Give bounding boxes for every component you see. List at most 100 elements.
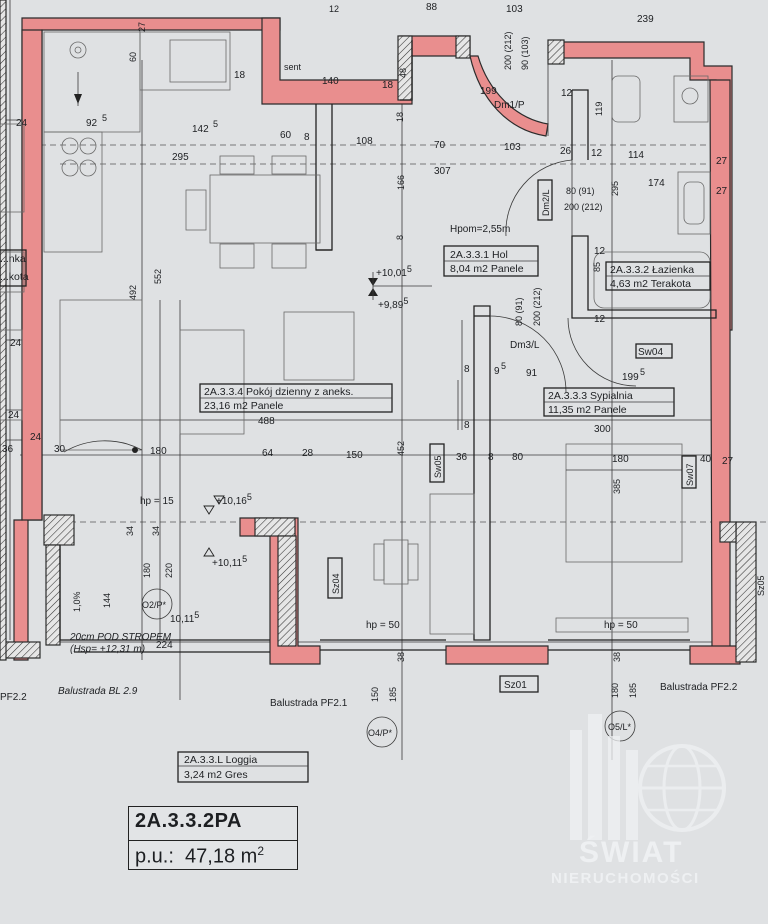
svg-text:150: 150 — [346, 450, 363, 461]
svg-text:8: 8 — [395, 235, 405, 240]
svg-text:492: 492 — [128, 285, 138, 300]
svg-text:hp = 15: hp = 15 — [140, 496, 174, 507]
svg-text:119: 119 — [594, 102, 604, 116]
svg-text:199: 199 — [480, 86, 497, 97]
bed — [565, 443, 683, 563]
doors — [469, 55, 637, 393]
svg-text:144: 144 — [102, 593, 112, 608]
wall-top-left — [261, 17, 413, 105]
svg-text:180: 180 — [610, 683, 620, 698]
dimension-labels: 88 103 239 12 60 27 18 140 18 48 200 (21… — [2, 2, 734, 702]
svg-text:24: 24 — [10, 338, 22, 349]
svg-text:3,24 m2 Gres: 3,24 m2 Gres — [184, 769, 248, 781]
wall-bottom-right — [689, 645, 741, 665]
svg-text:Dm3/L: Dm3/L — [510, 340, 540, 351]
svg-text:60: 60 — [128, 52, 138, 62]
svg-text:92: 92 — [86, 118, 98, 129]
kitchen-counter — [43, 31, 141, 133]
svg-text:8: 8 — [464, 364, 470, 375]
svg-text:70: 70 — [434, 140, 446, 151]
svg-text:12: 12 — [591, 148, 603, 159]
svg-text:36: 36 — [456, 452, 468, 463]
annotations: Hpom=2,55m +10,015 +9,895 hp = 15 +10,16… — [0, 62, 766, 738]
walls — [13, 17, 741, 665]
unit-id-box: 2A.3.3.2PA p.u.: 47,18 m2 — [128, 806, 298, 870]
unit-area-label: p.u.: — [135, 845, 174, 868]
svg-text:+9,895: +9,895 — [378, 296, 408, 311]
svg-text:5: 5 — [213, 119, 218, 129]
svg-text:38: 38 — [612, 652, 622, 662]
svg-text:Dm2/L: Dm2/L — [541, 189, 551, 216]
svg-text:12: 12 — [561, 88, 573, 99]
column-o4-marker — [366, 716, 398, 748]
room-pokoj-label: 2A.3.3.4 Pokój dzienny z aneks. 23,16 m2… — [204, 386, 353, 412]
svg-text:36: 36 — [2, 444, 14, 455]
svg-text:174: 174 — [648, 178, 665, 189]
svg-text:488: 488 — [258, 416, 275, 427]
svg-text:38: 38 — [396, 652, 406, 662]
room-label-frames — [0, 179, 711, 783]
room-sypialnia-label: 2A.3.3.3 Sypialnia 11,35 m2 Panele — [548, 390, 633, 416]
svg-text:180: 180 — [142, 563, 152, 578]
svg-text:2A.3.3.L Loggia: 2A.3.3.L Loggia — [184, 754, 257, 766]
svg-text:180: 180 — [612, 454, 629, 465]
svg-text:+10,015: +10,015 — [376, 264, 412, 279]
svg-text:12: 12 — [594, 246, 606, 257]
svg-text:300: 300 — [594, 424, 611, 435]
svg-text:9: 9 — [494, 366, 500, 377]
dining-table — [209, 174, 321, 244]
svg-text:2A.3.3.2 Łazienka: 2A.3.3.2 Łazienka — [610, 264, 694, 276]
svg-text:103: 103 — [504, 142, 521, 153]
svg-text:Sw04: Sw04 — [638, 347, 663, 358]
svg-text:(Hsp= +12,31 m): (Hsp= +12,31 m) — [70, 644, 145, 655]
svg-text:26: 26 — [560, 146, 572, 157]
svg-text:27: 27 — [722, 456, 734, 467]
svg-text:239: 239 — [637, 14, 654, 25]
svg-text:200 (212): 200 (212) — [532, 287, 542, 326]
svg-text:185: 185 — [628, 683, 638, 698]
svg-text:12: 12 — [329, 4, 339, 14]
svg-text:Sz01: Sz01 — [504, 680, 527, 691]
svg-text:hp = 50: hp = 50 — [604, 620, 638, 631]
svg-text:114: 114 — [628, 150, 644, 161]
svg-text:8,04 m2 Panele: 8,04 m2 Panele — [450, 263, 524, 275]
svg-text:Balustrada PF2.1: Balustrada PF2.1 — [270, 698, 348, 709]
svg-text:27: 27 — [716, 156, 728, 167]
svg-text:452: 452 — [396, 441, 406, 456]
svg-text:24: 24 — [16, 118, 28, 129]
svg-text:23,16 m2 Panele: 23,16 m2 Panele — [204, 400, 284, 412]
svg-text:PF2.2: PF2.2 — [0, 692, 27, 703]
svg-text:Sw05: Sw05 — [433, 455, 443, 478]
svg-text:24: 24 — [30, 432, 42, 443]
svg-text:O5/L*: O5/L* — [608, 722, 632, 732]
svg-text:5: 5 — [501, 361, 506, 371]
svg-text:552: 552 — [153, 269, 163, 284]
svg-text:40: 40 — [700, 454, 712, 465]
unit-id-divider — [129, 840, 297, 841]
svg-text:307: 307 — [434, 166, 451, 177]
svg-text:11,35 m2 Panele: 11,35 m2 Panele — [548, 404, 627, 416]
svg-text:4,63 m2 Terakota: 4,63 m2 Terakota — [610, 278, 691, 290]
svg-text:140: 140 — [322, 76, 339, 87]
svg-text:60: 60 — [280, 130, 292, 141]
svg-text:295: 295 — [610, 181, 620, 196]
svg-text:385: 385 — [612, 479, 622, 494]
svg-text:80 (91): 80 (91) — [566, 186, 595, 196]
room-loggia-label: 2A.3.3.L Loggia 3,24 m2 Gres — [184, 754, 257, 781]
svg-text:150: 150 — [370, 687, 380, 702]
svg-text:103: 103 — [506, 4, 523, 15]
svg-text:220: 220 — [164, 563, 174, 578]
svg-text:Dm1/P: Dm1/P — [494, 100, 525, 111]
room-lazienka-label: 2A.3.3.2 Łazienka 4,63 m2 Terakota — [610, 264, 694, 290]
svg-text:...kota: ...kota — [0, 271, 29, 283]
svg-text:Balustrada PF2.2: Balustrada PF2.2 — [660, 682, 738, 693]
unit-area: p.u.: 47,18 m2 — [135, 844, 264, 869]
furniture — [0, 31, 711, 635]
column-o2-marker — [141, 588, 173, 620]
svg-text:200 (212): 200 (212) — [503, 31, 513, 70]
room-hol-label: 2A.3.3.1 Hol 8,04 m2 Panele — [450, 249, 524, 275]
svg-text:200 (212): 200 (212) — [564, 202, 603, 212]
svg-text:2A.3.3.1 Hol: 2A.3.3.1 Hol — [450, 249, 508, 261]
svg-text:2A.3.3.4 Pokój dzienny z aneks: 2A.3.3.4 Pokój dzienny z aneks. — [204, 386, 353, 398]
